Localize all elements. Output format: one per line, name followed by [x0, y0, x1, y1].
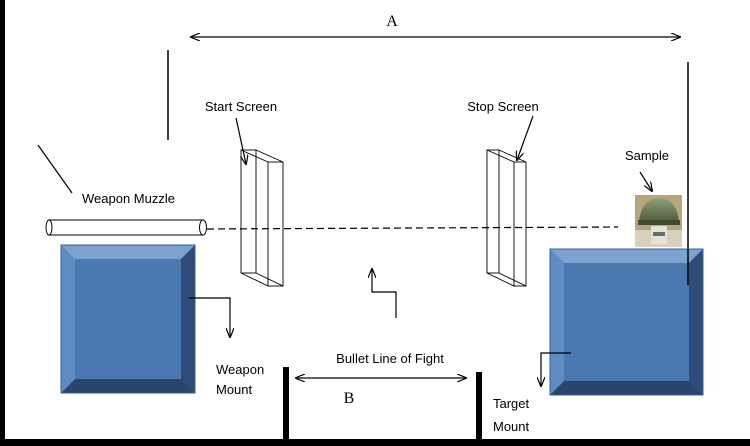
stop-screen-label: Stop Screen	[467, 99, 539, 114]
target-mount-label-line2: Mount	[493, 419, 530, 434]
muzzle-pointer-line	[37, 144, 73, 194]
helmet-photo-icon	[635, 195, 682, 247]
step-arrow	[372, 269, 397, 318]
start-screen-pointer-arrow	[235, 117, 246, 164]
dimension-b-label: B	[344, 390, 355, 407]
weapon-mount-block	[60, 244, 196, 394]
target-mount-label-line1: Target	[493, 396, 530, 411]
sample-pointer-arrow	[639, 171, 652, 191]
target-mount-block	[549, 248, 704, 396]
start-screen-label: Start Screen	[205, 99, 277, 114]
dimension-a-label: A	[386, 13, 398, 30]
left-border	[0, 0, 5, 446]
weapon-muzzle	[45, 219, 207, 236]
sample-label: Sample	[625, 148, 669, 163]
target-mount-post	[476, 372, 482, 439]
target-mount-pointer-arrow	[541, 352, 571, 386]
bullet-line-label: Bullet Line of Fight	[336, 351, 444, 366]
ground-line	[0, 439, 750, 446]
stop-screen-pointer-arrow	[517, 115, 534, 160]
weapon-mount-label-line2: Mount	[216, 382, 253, 397]
weapon-mount-label-line1: Weapon	[216, 362, 264, 377]
weapon-mount-pointer-arrow	[189, 297, 230, 337]
bullet-trajectory-line	[206, 226, 619, 230]
weapon-mount-post	[283, 367, 289, 439]
weapon-muzzle-label: Weapon Muzzle	[82, 191, 175, 206]
